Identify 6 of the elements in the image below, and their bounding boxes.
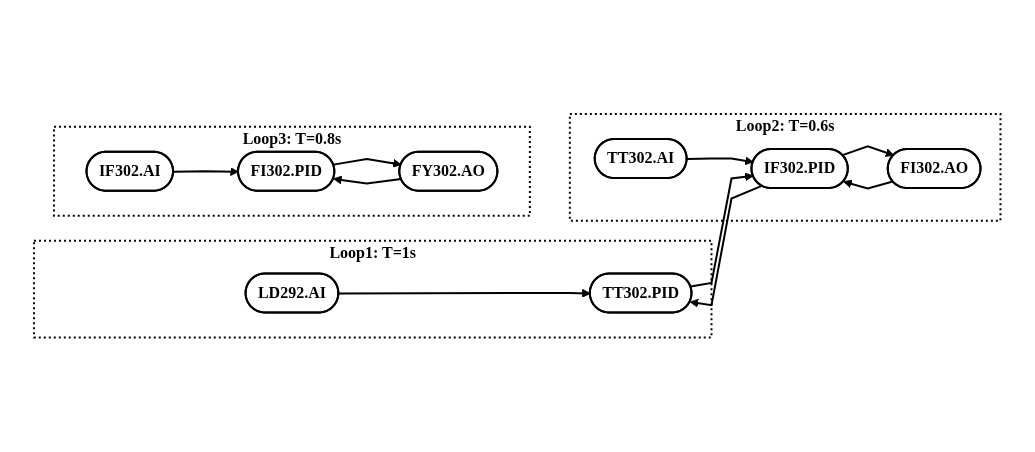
arrow <box>333 175 403 185</box>
arrow <box>689 185 763 308</box>
arrow <box>338 289 591 298</box>
arrow <box>843 179 895 190</box>
arrow <box>332 158 402 168</box>
arrow <box>686 156 754 166</box>
